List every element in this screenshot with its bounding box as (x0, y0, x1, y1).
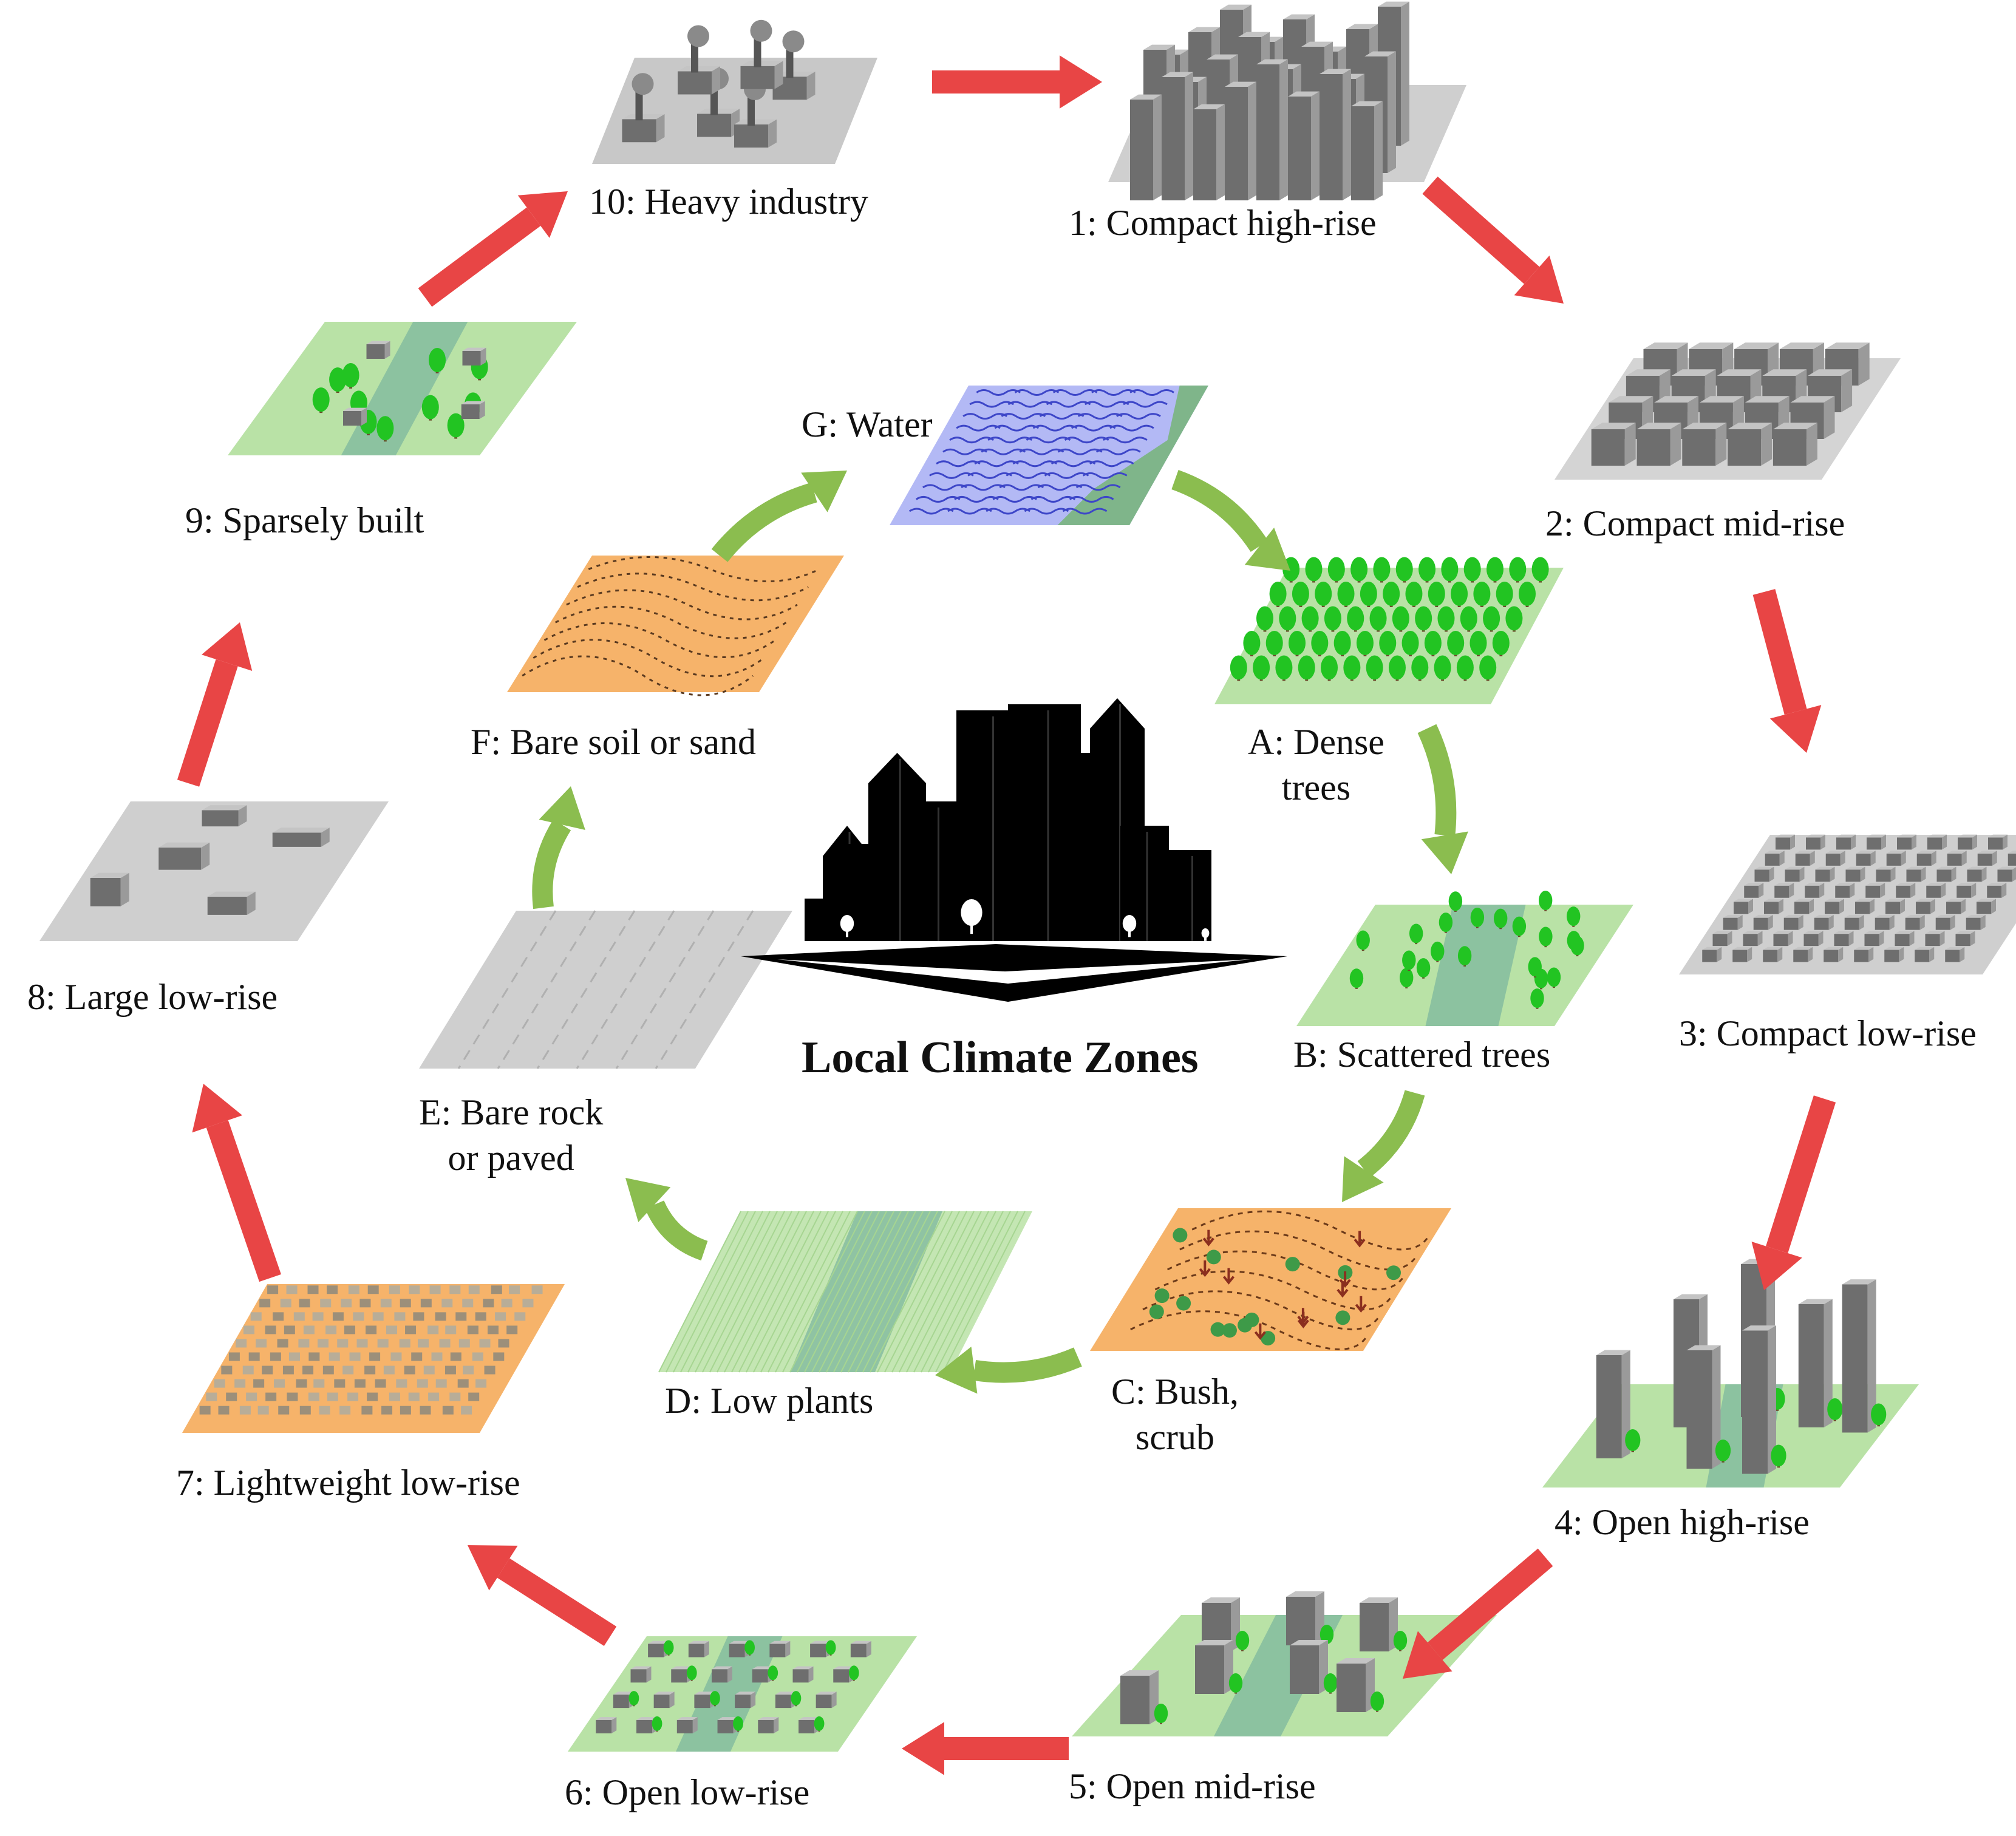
tile-zone-E (419, 911, 792, 1069)
tile-zone-1 (1108, 2, 1466, 200)
label-zone-B: B: Scattered trees (1293, 1032, 1550, 1078)
skyline-icon (741, 698, 1287, 1002)
arrow-F-to-G (720, 471, 847, 556)
tile-zone-9 (228, 322, 577, 455)
label-zone-7: 7: Lightweight low-rise (176, 1460, 520, 1506)
arrow-D-to-E (625, 1178, 704, 1251)
label-zone-G: G: Water (802, 402, 933, 447)
label-zone-3: 3: Compact low-rise (1679, 1011, 1977, 1056)
arrow-G-to-A (1175, 480, 1290, 571)
diagram-title: Local Climate Zones (802, 1032, 1199, 1084)
label-zone-C: C: Bush,scrub (1111, 1369, 1239, 1460)
tile-zone-6 (568, 1636, 917, 1752)
label-zone-2: 2: Compact mid-rise (1545, 501, 1845, 546)
tile-zone-B (1296, 891, 1633, 1026)
label-zone-F: F: Bare soil or sand (471, 719, 756, 765)
label-zone-5: 5: Open mid-rise (1069, 1764, 1316, 1809)
tile-zone-4 (1542, 1259, 1919, 1487)
arrow-7-to-8 (192, 1084, 270, 1278)
arrow-8-to-9 (188, 622, 252, 783)
arrow-3-to-4 (1752, 1099, 1825, 1290)
arrow-E-to-F (539, 786, 585, 908)
arrow-5-to-6 (902, 1722, 1069, 1775)
arrow-6-to-7 (468, 1545, 610, 1636)
label-zone-9: 9: Sparsely built (185, 498, 424, 543)
label-zone-8: 8: Large low-rise (27, 974, 278, 1020)
tile-zone-F (507, 556, 844, 695)
tile-zone-D (659, 1211, 1032, 1372)
tile-zone-2 (1555, 342, 1901, 480)
tile-zone-7 (182, 1284, 565, 1433)
arrow-A-to-B (1422, 729, 1468, 874)
arrow-9-to-10 (425, 191, 568, 298)
arrow-1-to-2 (1430, 185, 1564, 304)
tile-zone-10 (592, 20, 877, 164)
tile-zone-8 (39, 801, 389, 941)
label-zone-10: 10: Heavy industry (589, 179, 868, 225)
label-zone-1: 1: Compact high-rise (1069, 200, 1377, 246)
tile-zone-3 (1679, 835, 2016, 974)
label-zone-6: 6: Open low-rise (565, 1770, 809, 1815)
label-zone-4: 4: Open high-rise (1555, 1500, 1810, 1545)
tile-zone-G (890, 386, 1208, 525)
arrow-10-to-1 (932, 55, 1102, 108)
arrow-2-to-3 (1764, 592, 1821, 753)
tile-zone-C (1090, 1208, 1451, 1351)
arrow-B-to-C (1342, 1093, 1415, 1202)
label-zone-D: D: Low plants (665, 1378, 873, 1424)
tile-zone-A (1214, 557, 1564, 705)
